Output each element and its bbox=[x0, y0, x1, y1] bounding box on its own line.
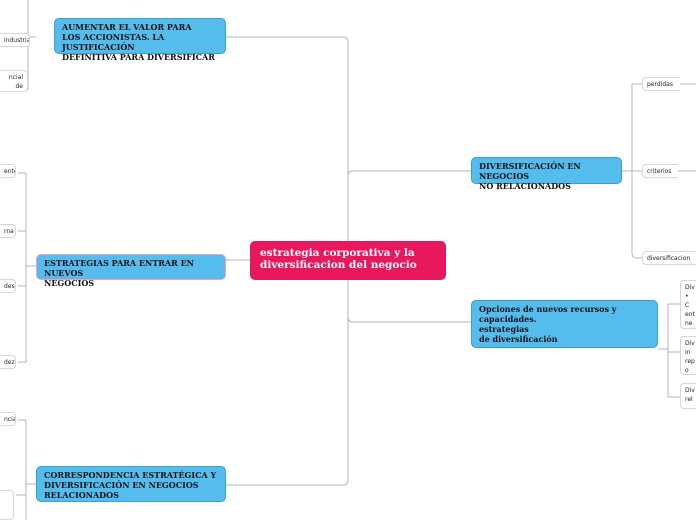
subtopic-perdidas[interactable]: perdidas bbox=[642, 77, 680, 91]
subtopic-potencial[interactable]: ncial de bbox=[0, 70, 28, 92]
subtopic-div-1[interactable]: Div • C ent ne esp bbox=[680, 280, 696, 329]
subtopic-criterios[interactable]: criterios bbox=[642, 164, 678, 178]
subtopic-dez[interactable]: dez bbox=[0, 355, 16, 369]
topic-aumentar-valor[interactable]: AUMENTAR EL VALOR PARA LOS ACCIONISTAS. … bbox=[54, 18, 226, 62]
subtopic-des[interactable]: des bbox=[0, 279, 16, 293]
central-topic[interactable]: estrategia corporativa y la diversificac… bbox=[250, 241, 446, 280]
subtopic-div-3[interactable]: Div rel bbox=[680, 383, 696, 409]
subtopic-div-2[interactable]: Div In rep o t bbox=[680, 336, 696, 375]
subtopic-rna[interactable]: rna bbox=[0, 224, 16, 238]
topic-correspondencia-estrategica[interactable]: CORRESPONDENCIA ESTRATÉGICA Y DIVERSIFIC… bbox=[36, 466, 226, 502]
subtopic-ncia[interactable]: ncia bbox=[0, 412, 16, 426]
subtopic-diversificacion[interactable]: diversificacion n bbox=[642, 251, 696, 265]
subtopic-bottom[interactable] bbox=[0, 490, 14, 520]
subtopic-ente[interactable]: ente bbox=[0, 164, 16, 178]
topic-diversificacion-no-relacionados[interactable]: DIVERSIFICACIÓN EN NEGOCIOS NO RELACIONA… bbox=[471, 157, 622, 191]
topic-estrategias-entrar[interactable]: ESTRATEGIAS PARA ENTRAR EN NUEVOS NEGOCI… bbox=[36, 254, 226, 288]
subtopic-industria[interactable]: industria bbox=[0, 33, 30, 47]
topic-opciones-recursos[interactable]: Opciones de nuevos recursos y capacidade… bbox=[471, 300, 658, 348]
